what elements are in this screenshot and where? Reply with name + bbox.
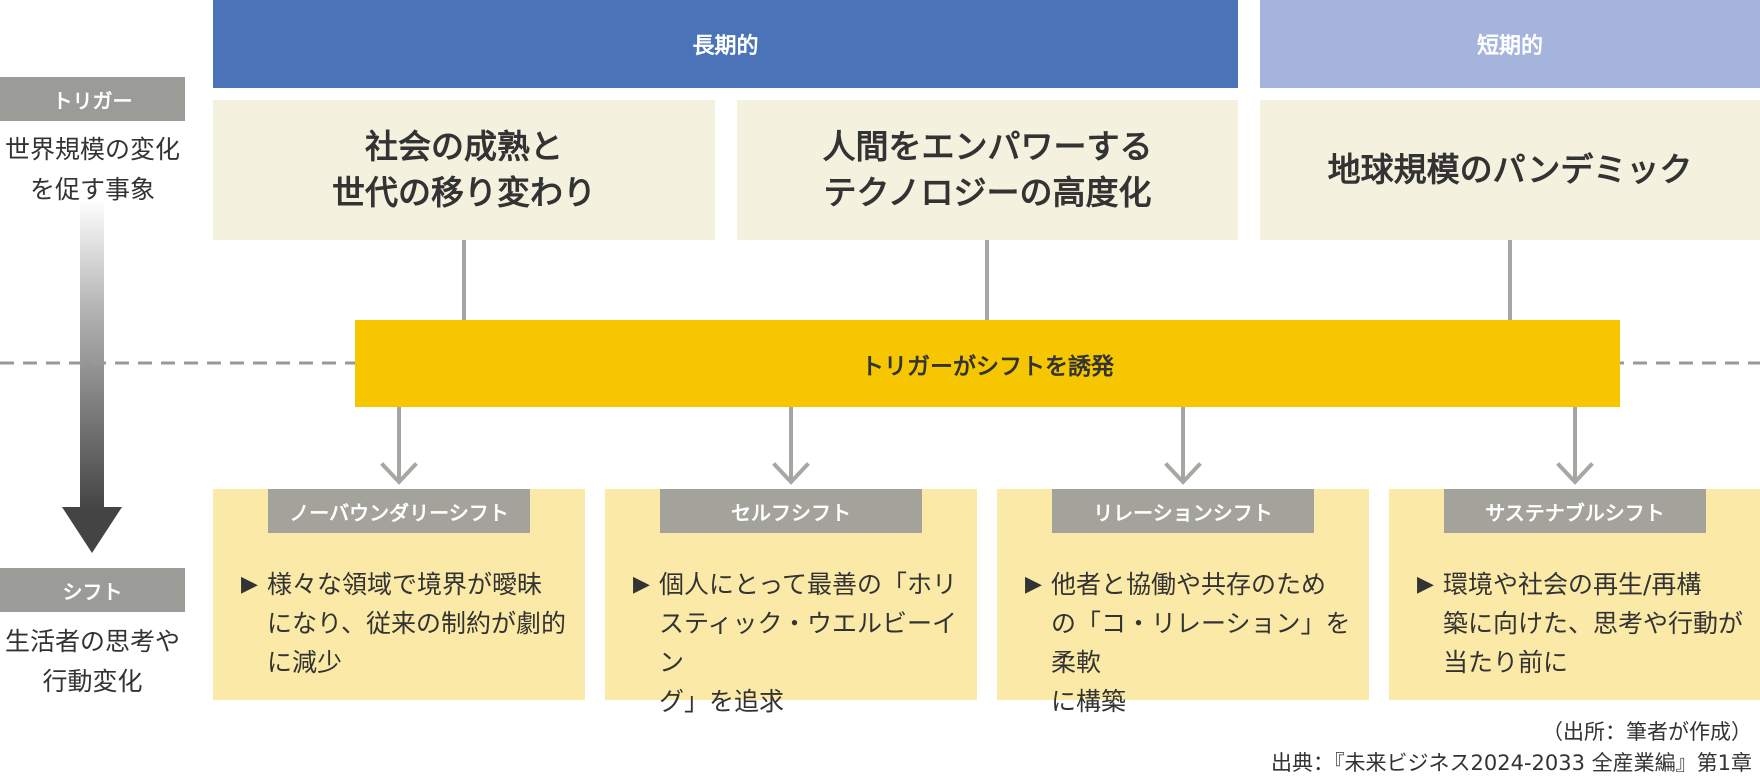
shift-description-text: ▶ 様々な領域で境界が曖昧 になり、従来の制約が劇的 に減少 [241,565,581,682]
header-long-term-label: 長期的 [692,34,759,59]
shift-text-line: 当たり前に [1443,648,1569,677]
source-note-text: （出所：筆者が作成） [1542,720,1752,744]
shift-text-line: 築に向けた、思考や行動が [1443,609,1744,638]
shift-text-line: 環境や社会の再生/再構 [1443,570,1702,599]
shift-label-text: シフト [62,579,123,604]
citation: 出典：『未来ビジネス2024-2033 全産業編』第1章 [852,748,1752,778]
shift-description-line: 行動変化 [42,667,143,696]
shift-text-line: 他者と協働や共存のため [1051,570,1327,599]
induce-bar: トリガーがシフトを誘発 [355,320,1620,407]
trigger-box-social-maturity: 社会の成熟と 世代の移り変わり [213,100,715,240]
header-short-term: 短期的 [1260,0,1760,88]
trigger-text-line: 社会の成熟と [365,127,563,166]
shift-description-text: ▶ 環境や社会の再生/再構 築に向けた、思考や行動が 当たり前に [1417,565,1757,682]
shift-text-line: の「コ・リレーション」を柔軟 [1051,609,1351,677]
induce-bar-label: トリガーがシフトを誘発 [861,353,1114,380]
shift-description-line: 生活者の思考や [4,627,180,656]
shift-box-sustainable: サステナブルシフト ▶ 環境や社会の再生/再構 築に向けた、思考や行動が 当たり… [1389,489,1760,700]
shift-tag-label: リレーションシフト [1093,500,1273,525]
bullet-triangle-icon: ▶ [1417,572,1434,597]
trigger-text-line: 世代の移り変わり [332,173,596,212]
trigger-box-empowering-tech: 人間をエンパワーする テクノロジーの高度化 [737,100,1238,240]
shift-description: 生活者の思考や 行動変化 [0,622,185,702]
bullet-triangle-icon: ▶ [633,572,650,597]
shift-text-line: スティック・ウエルビーイン [659,609,958,677]
shift-text-line: グ」を追求 [659,687,785,716]
bullet-triangle-icon: ▶ [1025,572,1042,597]
connector-line [1508,240,1512,320]
connector-arrows [380,407,1594,485]
citation-text: 出典：『未来ビジネス2024-2033 全産業編』第1章 [1271,751,1752,775]
flow-down-arrow [62,200,122,553]
shift-tag-label: サステナブルシフト [1485,500,1665,525]
shift-text-line: 個人にとって最善の「ホリ [659,570,958,599]
shift-description-text: ▶ 他者と協働や共存のため の「コ・リレーション」を柔軟 に構築 [1025,565,1365,721]
shift-tag-label: ノーバウンダリーシフト [289,500,509,525]
trigger-box-pandemic: 地球規模のパンデミック [1260,100,1760,240]
shift-tag-label: セルフシフト [731,500,851,525]
shift-box-relation: リレーションシフト ▶ 他者と協働や共存のため の「コ・リレーション」を柔軟 に… [997,489,1369,716]
down-arrow-icon [380,407,418,485]
shift-box-self: セルフシフト ▶ 個人にとって最善の「ホリ スティック・ウエルビーイン グ」を追… [605,489,977,716]
trigger-description-line: を促す事象 [29,175,155,204]
down-arrow-icon [1164,407,1202,485]
shift-tag: リレーションシフト [1052,489,1314,533]
source-note: （出所：筆者が作成） [1052,717,1752,747]
shift-text-line: 様々な領域で境界が曖昧 [267,570,543,599]
connector-line [462,240,466,320]
trigger-label-text: トリガー [52,88,133,113]
down-arrow-icon [1556,407,1594,485]
down-arrow-icon [772,407,810,485]
header-short-term-label: 短期的 [1476,34,1543,59]
trigger-description: 世界規模の変化 を促す事象 [0,130,185,210]
shift-text-line: に構築 [1051,687,1127,716]
shift-box-no-boundary: ノーバウンダリーシフト ▶ 様々な領域で境界が曖昧 になり、従来の制約が劇的 に… [213,489,585,700]
trigger-text-line: 人間をエンパワーする [822,127,1153,166]
shift-description-text: ▶ 個人にとって最善の「ホリ スティック・ウエルビーイン グ」を追求 [633,565,973,721]
connector-line [985,240,989,320]
trigger-text-line: 地球規模のパンデミック [1327,150,1693,189]
trigger-description-line: 世界規模の変化 [4,135,180,164]
bullet-triangle-icon: ▶ [241,572,258,597]
trigger-text-line: テクノロジーの高度化 [823,173,1152,212]
shift-tag: ノーバウンダリーシフト [268,489,530,533]
trigger-label: トリガー [0,77,185,121]
shift-tag: セルフシフト [660,489,922,533]
shift-text-line: になり、従来の制約が劇的 [267,609,567,638]
shift-text-line: に減少 [267,648,343,677]
shift-label: シフト [0,568,185,612]
header-long-term: 長期的 [213,0,1238,88]
shift-tag: サステナブルシフト [1444,489,1706,533]
